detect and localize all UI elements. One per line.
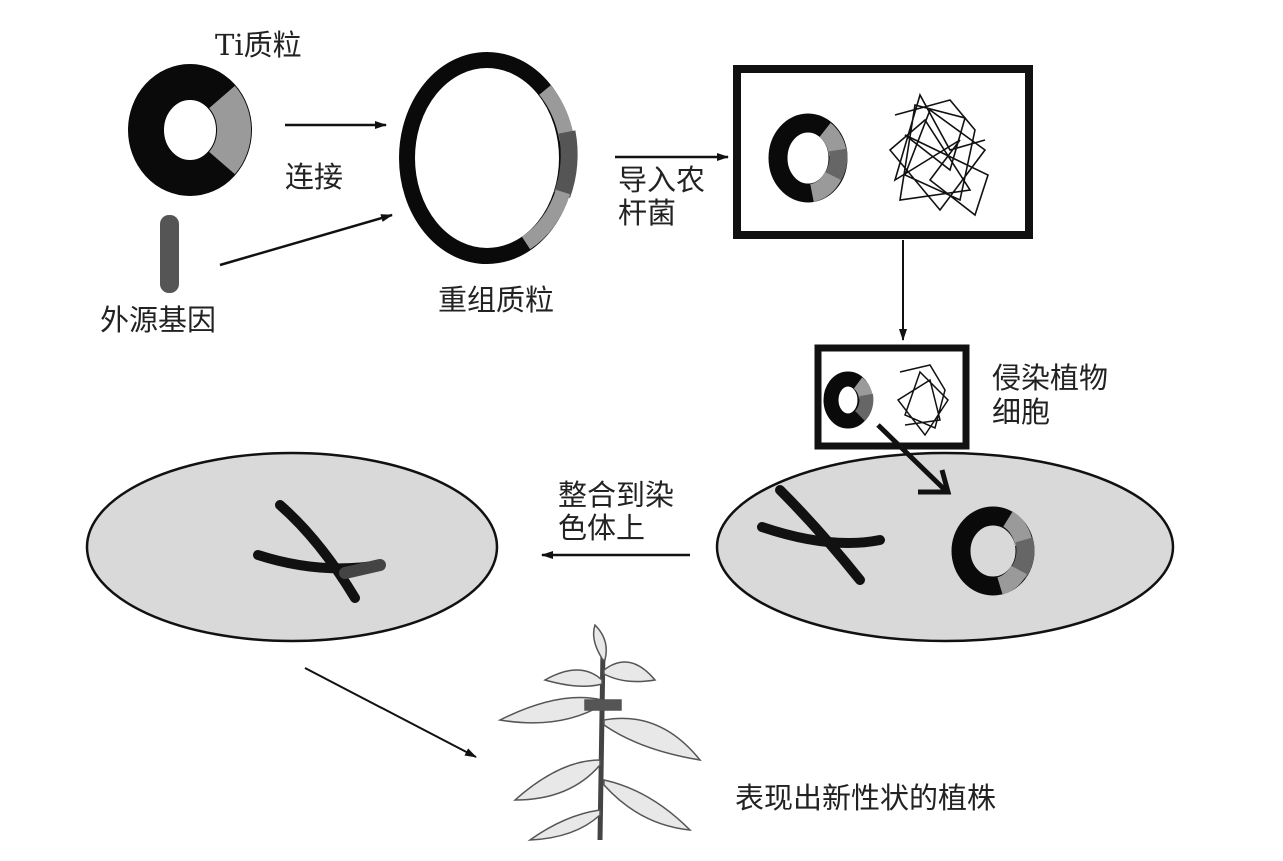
foreign-gene-label: 外源基因 (100, 303, 216, 337)
bacterial-chromosome-scribble (888, 92, 989, 217)
ti-plasmid-label: Ti质粒 (215, 28, 302, 62)
plasmid-in-cell (951, 506, 1035, 596)
integrate-label-2: 色体上 (558, 511, 645, 545)
transformed-plant-cell (85, 451, 499, 643)
infecting-agrobacterium (814, 344, 970, 495)
infect-label-1: 侵染植物 (992, 361, 1108, 395)
agrobacterium-label-1: 导入农 (618, 163, 705, 197)
arrow-gene-to-recombinant (219, 213, 393, 267)
recombinant-plasmid-label: 重组质粒 (438, 283, 554, 317)
recombinant-plasmid (399, 52, 578, 264)
foreign-gene (160, 215, 179, 293)
new-trait-plant-label: 表现出新性状的植株 (735, 781, 996, 815)
infect-label-2: 细胞 (992, 395, 1050, 429)
agrobacterium-cell (733, 65, 1033, 239)
plant-cell-before (715, 451, 1175, 643)
ti-plasmid (128, 64, 252, 196)
integrate-label-1: 整合到染 (558, 478, 674, 512)
arrow-to-plant (304, 667, 477, 758)
agrobacterium-label-2: 杆菌 (618, 196, 676, 230)
ligation-label: 连接 (285, 160, 343, 194)
transgenic-plant (497, 623, 702, 841)
chromosome-with-integrated-gene (253, 500, 386, 603)
chromosome (757, 485, 885, 585)
